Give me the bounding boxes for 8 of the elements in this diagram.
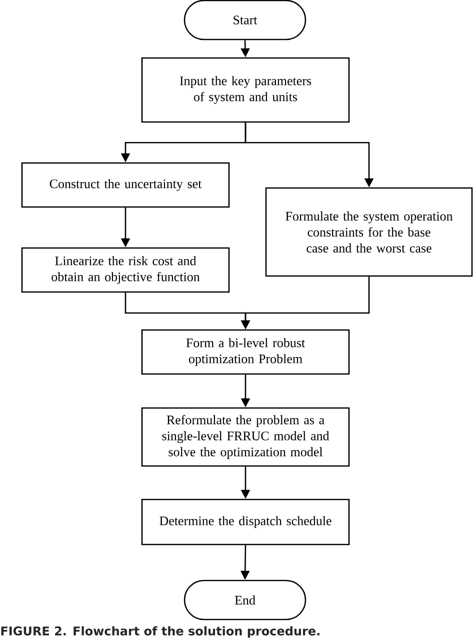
process-box: Linearize the risk cost and obtain an objective function xyxy=(21,247,230,293)
process-box: Input the key parameters of system and units xyxy=(141,57,350,123)
process-box: Form a bi-level robust optimization Problem xyxy=(141,329,350,375)
process-box: Construct the uncertainty set xyxy=(21,162,230,208)
figure-caption: FIGURE 2. Flowchart of the solution procedure. xyxy=(1,626,320,638)
process-box: Determine the dispatch schedule xyxy=(141,498,350,546)
process-box: Reformulate the problem as a single-level FRRUC model and solve the optimization model xyxy=(141,407,350,467)
process-box: Formulate the system operation constraints for the base case and the worst case xyxy=(265,187,473,277)
